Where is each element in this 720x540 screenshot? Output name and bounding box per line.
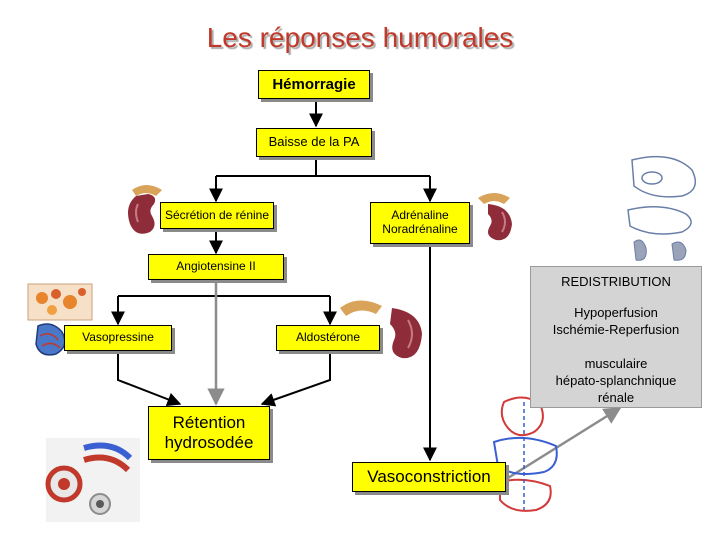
redistribution-panel: REDISTRIBUTION Hypoperfusion Ischémie-Re…: [530, 266, 702, 408]
redistribution-line4: hépato-splanchnique: [555, 373, 677, 388]
circulation-illustration-icon: [492, 396, 558, 512]
noradrenaline-label: Noradrénaline: [382, 222, 458, 236]
retention-line1: Rétention: [172, 413, 246, 433]
liver-illustration-icon: [27, 283, 93, 356]
node-baisse-pa: Baisse de la PA: [256, 128, 372, 157]
kidney-adrenal-icon: [478, 193, 512, 241]
node-secretion-renine: Sécrétion de rénine: [160, 202, 274, 229]
node-vasopressine: Vasopressine: [64, 325, 172, 351]
node-retention-hydrosodee: Rétention hydrosodée: [148, 406, 270, 460]
arrow-aldosterone-retention: [260, 351, 331, 407]
kidney-adrenal-icon: [128, 185, 162, 234]
redistribution-line5: rénale: [597, 390, 635, 405]
page-title: Les réponses humorales: [206, 22, 514, 53]
kidney-adrenal-icon: [340, 300, 422, 359]
redistribution-line3: musculaire: [584, 356, 648, 371]
nephron-illustration-icon: [627, 155, 697, 261]
node-angiotensine: Angiotensine II: [148, 254, 284, 280]
blood-vessel-illustration-icon: [45, 438, 140, 522]
arrow-vasopressine-retention: [117, 351, 182, 406]
redistribution-line2: Ischémie-Reperfusion: [552, 322, 680, 337]
connector-angiotensine-branches: [118, 280, 330, 297]
node-aldosterone: Aldostérone: [276, 325, 380, 351]
node-hemorragie: Hémorragie: [258, 70, 370, 99]
node-vasoconstriction: Vasoconstriction: [352, 462, 506, 492]
redistribution-heading: REDISTRIBUTION: [561, 274, 671, 289]
redistribution-line1: Hypoperfusion: [574, 305, 658, 320]
adrenaline-label: Adrénaline: [391, 208, 449, 223]
connector-baisse-branches: [216, 157, 430, 177]
node-adrenaline-noradrenaline: Adrénaline Noradrénaline: [370, 202, 470, 244]
retention-line2: hydrosodée: [164, 433, 254, 452]
arrow-vasoconstriction-redistribution-gray: [507, 406, 622, 480]
